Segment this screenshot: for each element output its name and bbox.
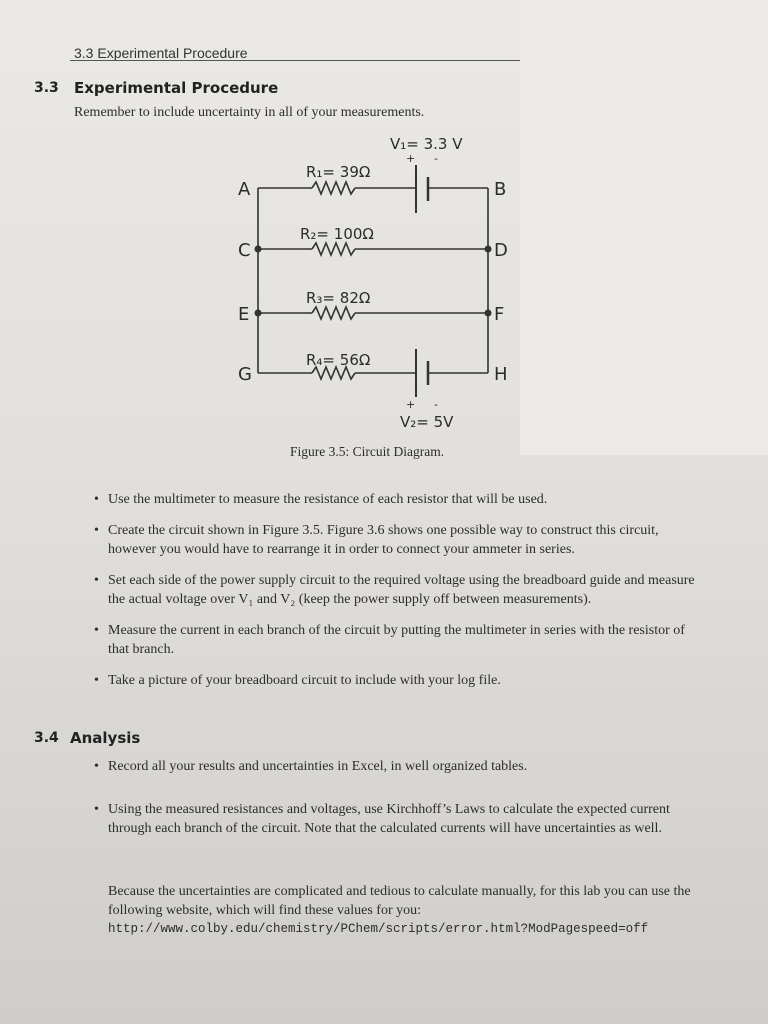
analysis-list: •Record all your results and uncertainti… [90,757,700,850]
v1-label: V₁= 3.3 V [390,135,463,153]
section-number-3-3: 3.3 [34,80,59,96]
procedure-list: •Use the multimeter to measure the resis… [90,490,700,702]
v1-minus-sign: - [434,152,438,165]
node-b-label: B [494,179,506,200]
paragraph-text: Because the uncertainties are complicate… [108,884,691,918]
r3-label: R₃= 82Ω [306,289,370,307]
v2-plus-sign: + [406,398,415,411]
v2-minus-sign: - [434,398,438,411]
circuit-diagram: A B C D E F G H V₁= 3.3 V R₁= 39Ω R₂= 10… [238,135,508,431]
figure-caption: Figure 3.5: Circuit Diagram. [290,444,445,459]
list-item: •Record all your results and uncertainti… [94,759,528,774]
list-item: •Measure the current in each branch of t… [94,623,685,657]
node-g-label: G [238,364,252,385]
r4-label: R₄= 56Ω [306,351,370,369]
resistor-r1 [311,179,356,197]
list-item: •Using the measured resistances and volt… [94,802,670,836]
header-rule [70,60,520,61]
r1-label: R₁= 39Ω [306,163,370,181]
intro-text: Remember to include uncertainty in all o… [74,105,425,120]
node-d-label: D [494,240,508,261]
node-a-label: A [238,179,251,200]
error-calculator-paragraph: Because the uncertainties are complicate… [108,882,698,939]
list-item: •Create the circuit shown in Figure 3.5.… [94,523,659,557]
resistor-r3 [311,304,356,322]
v1-plus-sign: + [406,152,415,165]
list-item: •Take a picture of your breadboard circu… [94,673,501,688]
node-f-dot [484,309,492,317]
node-h-label: H [494,364,508,385]
node-e-label: E [238,304,249,325]
r2-label: R₂= 100Ω [300,225,374,243]
resistor-r4 [311,364,356,382]
section-number-3-4: 3.4 [34,730,59,746]
section-title-3-3: Experimental Procedure [74,79,279,97]
node-e-dot [254,309,262,317]
list-item: •Set each side of the power supply circu… [94,573,695,607]
node-d-dot [484,245,492,253]
list-item: •Use the multimeter to measure the resis… [94,492,548,507]
node-c-label: C [238,240,251,261]
resistor-r2 [311,240,356,258]
node-c-dot [254,245,262,253]
v2-label: V₂= 5V [400,413,454,431]
adjacent-page [516,0,768,455]
node-f-label: F [494,304,504,325]
running-head: 3.3 Experimental Procedure [74,45,248,61]
error-calculator-url[interactable]: http://www.colby.edu/chemistry/PChem/scr… [108,922,649,936]
section-title-3-4: Analysis [70,729,141,747]
